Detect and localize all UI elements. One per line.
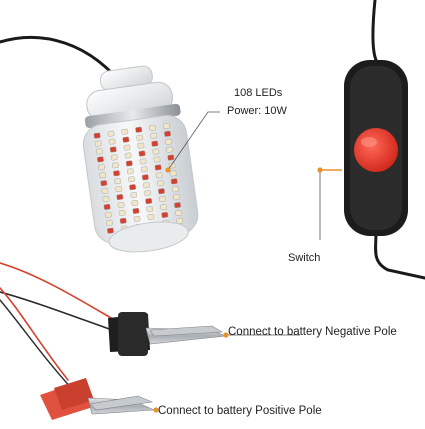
- led-chip: [161, 212, 169, 218]
- led-chip: [108, 138, 116, 145]
- led-chip: [94, 140, 102, 147]
- battery-leads: [0, 262, 119, 393]
- negative-pole-label: Connect to battery Negative Pole: [228, 326, 397, 338]
- led-chip: [156, 180, 164, 187]
- led-chip: [124, 152, 132, 159]
- led-chip: [107, 227, 114, 234]
- led-chip: [105, 219, 113, 226]
- led-chip: [167, 154, 175, 161]
- led-chip: [133, 215, 141, 222]
- inline-switch: [344, 60, 408, 236]
- led-chip: [143, 182, 150, 189]
- led-chip: [95, 148, 103, 155]
- led-chip: [102, 196, 110, 202]
- led-chip: [137, 142, 145, 149]
- led-chip: [121, 128, 129, 135]
- led-chip: [109, 146, 117, 153]
- led-chip: [122, 136, 130, 143]
- led-chip: [138, 150, 146, 157]
- led-chip: [112, 162, 119, 169]
- led-chip: [98, 164, 105, 171]
- led-count-label: 108 LEDs: [234, 87, 283, 99]
- led-chip: [155, 172, 163, 179]
- led-array: [93, 122, 184, 234]
- led-chip: [100, 180, 108, 187]
- led-chip: [97, 156, 104, 163]
- led-chip: [125, 160, 133, 167]
- led-chip: [103, 203, 111, 210]
- led-chip: [107, 130, 115, 137]
- led-chip: [110, 154, 118, 161]
- led-chip: [101, 188, 109, 195]
- led-chip: [163, 122, 170, 129]
- led-chip: [114, 178, 122, 185]
- led-chip: [113, 170, 120, 177]
- switch-label: Switch: [288, 252, 321, 264]
- led-chip: [144, 190, 151, 197]
- led-chip: [149, 124, 156, 131]
- led-chip: [173, 194, 180, 201]
- led-chip: [159, 196, 166, 203]
- led-chip: [174, 202, 181, 209]
- led-chip: [129, 184, 137, 191]
- led-chip: [93, 132, 101, 139]
- led-chip: [166, 146, 174, 153]
- led-chip: [141, 174, 149, 181]
- led-chip: [128, 176, 135, 183]
- led-chip: [175, 210, 183, 216]
- led-chip: [152, 148, 160, 155]
- led-chip: [151, 140, 159, 147]
- led-chip: [154, 164, 162, 171]
- led-chip: [130, 192, 138, 199]
- led-chip: [126, 168, 134, 175]
- led-chip: [115, 186, 123, 193]
- led-chip: [150, 132, 158, 139]
- led-chip: [147, 213, 155, 220]
- led-chip: [123, 144, 131, 151]
- led-chip: [116, 194, 124, 201]
- led-chip: [139, 158, 147, 165]
- led-chip: [118, 209, 126, 216]
- led-chip: [153, 156, 161, 163]
- led-chip: [99, 172, 107, 179]
- led-chip: [140, 166, 148, 173]
- led-bulb: [82, 65, 199, 253]
- led-chip: [164, 130, 171, 137]
- positive-pole-label: Connect to battery Positive Pole: [158, 405, 322, 417]
- led-chip: [169, 170, 177, 177]
- led-chip: [117, 202, 125, 208]
- red-alligator-clip: [40, 378, 155, 420]
- led-chip: [170, 178, 178, 185]
- led-chip: [104, 211, 112, 218]
- led-chip: [145, 198, 153, 205]
- led-chip: [158, 188, 165, 195]
- led-chip: [135, 126, 143, 133]
- power-label: Power: 10W: [227, 105, 287, 117]
- led-chip: [136, 134, 144, 141]
- led-chip: [131, 200, 139, 206]
- led-chip: [171, 186, 179, 193]
- black-alligator-clip: [108, 312, 227, 356]
- led-chip: [146, 206, 154, 212]
- callout-lines: [156, 111, 321, 411]
- led-chip: [160, 204, 168, 211]
- led-chip: [165, 138, 173, 145]
- led-chip: [132, 207, 140, 214]
- led-chip: [119, 217, 127, 224]
- switch-button: [354, 128, 398, 172]
- led-chip: [176, 217, 184, 224]
